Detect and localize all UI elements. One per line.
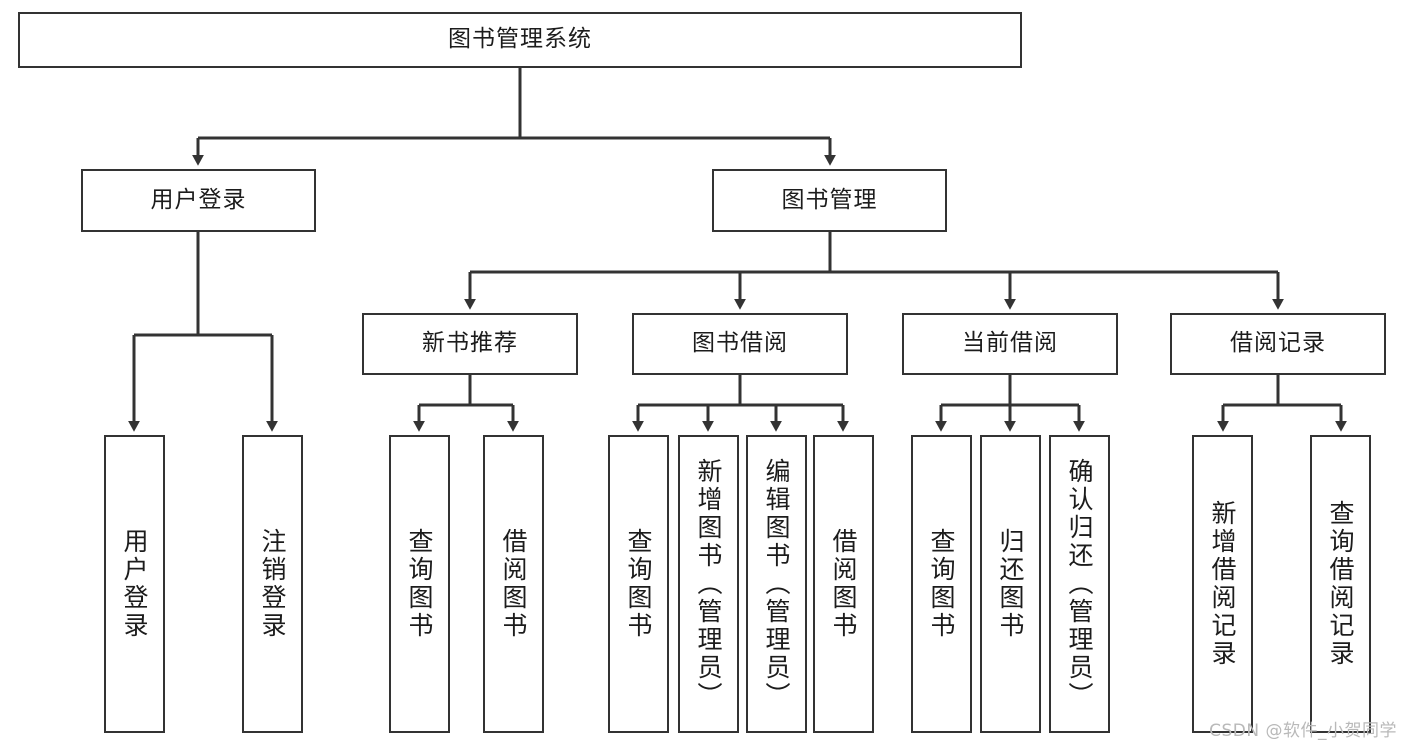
leaf-borrow-book-2-label: 借阅图书 (829, 528, 858, 640)
leaf-logout[interactable]: 注销登录 (242, 435, 303, 733)
leaf-add-record[interactable]: 新增借阅记录 (1192, 435, 1253, 733)
leaf-query-record-label: 查询借阅记录 (1326, 500, 1355, 668)
leaf-add-book[interactable]: 新增图书（管理员） (678, 435, 739, 733)
node-new-book-rec[interactable]: 新书推荐 (362, 313, 578, 375)
node-book-manage[interactable]: 图书管理 (712, 169, 947, 232)
node-borrow-record-label: 借阅记录 (1230, 330, 1326, 357)
leaf-query-book-1-label: 查询图书 (405, 528, 434, 640)
leaf-query-book-1[interactable]: 查询图书 (389, 435, 450, 733)
node-root-label: 图书管理系统 (448, 26, 592, 53)
leaf-confirm-return[interactable]: 确认归还（管理员） (1049, 435, 1110, 733)
leaf-borrow-book-1[interactable]: 借阅图书 (483, 435, 544, 733)
node-book-borrow[interactable]: 图书借阅 (632, 313, 848, 375)
node-current-borrow-label: 当前借阅 (962, 330, 1058, 357)
watermark: CSDN @软件_小贺同学 (1209, 721, 1397, 741)
node-book-borrow-label: 图书借阅 (692, 330, 788, 357)
leaf-user-login[interactable]: 用户登录 (104, 435, 165, 733)
node-book-manage-label: 图书管理 (781, 186, 878, 213)
leaf-query-record[interactable]: 查询借阅记录 (1310, 435, 1371, 733)
leaf-logout-label: 注销登录 (258, 528, 287, 640)
leaf-borrow-book-1-label: 借阅图书 (499, 528, 528, 640)
leaf-query-book-3-label: 查询图书 (927, 528, 956, 640)
leaf-query-book-2-label: 查询图书 (624, 528, 653, 640)
leaf-borrow-book-2[interactable]: 借阅图书 (813, 435, 874, 733)
leaf-return-book[interactable]: 归还图书 (980, 435, 1041, 733)
leaf-add-record-label: 新增借阅记录 (1208, 500, 1237, 668)
leaf-edit-book[interactable]: 编辑图书（管理员） (746, 435, 807, 733)
leaf-return-book-label: 归还图书 (996, 528, 1025, 640)
leaf-edit-book-label: 编辑图书（管理员） (762, 458, 791, 710)
node-user-login-label: 用户登录 (150, 186, 247, 213)
node-borrow-record[interactable]: 借阅记录 (1170, 313, 1386, 375)
leaf-add-book-label: 新增图书（管理员） (694, 458, 723, 710)
leaf-query-book-3[interactable]: 查询图书 (911, 435, 972, 733)
node-new-book-rec-label: 新书推荐 (422, 330, 518, 357)
node-user-login[interactable]: 用户登录 (81, 169, 316, 232)
leaf-query-book-2[interactable]: 查询图书 (608, 435, 669, 733)
leaf-confirm-return-label: 确认归还（管理员） (1065, 458, 1094, 710)
leaf-user-login-label: 用户登录 (120, 528, 149, 640)
node-current-borrow[interactable]: 当前借阅 (902, 313, 1118, 375)
node-root[interactable]: 图书管理系统 (18, 12, 1022, 68)
